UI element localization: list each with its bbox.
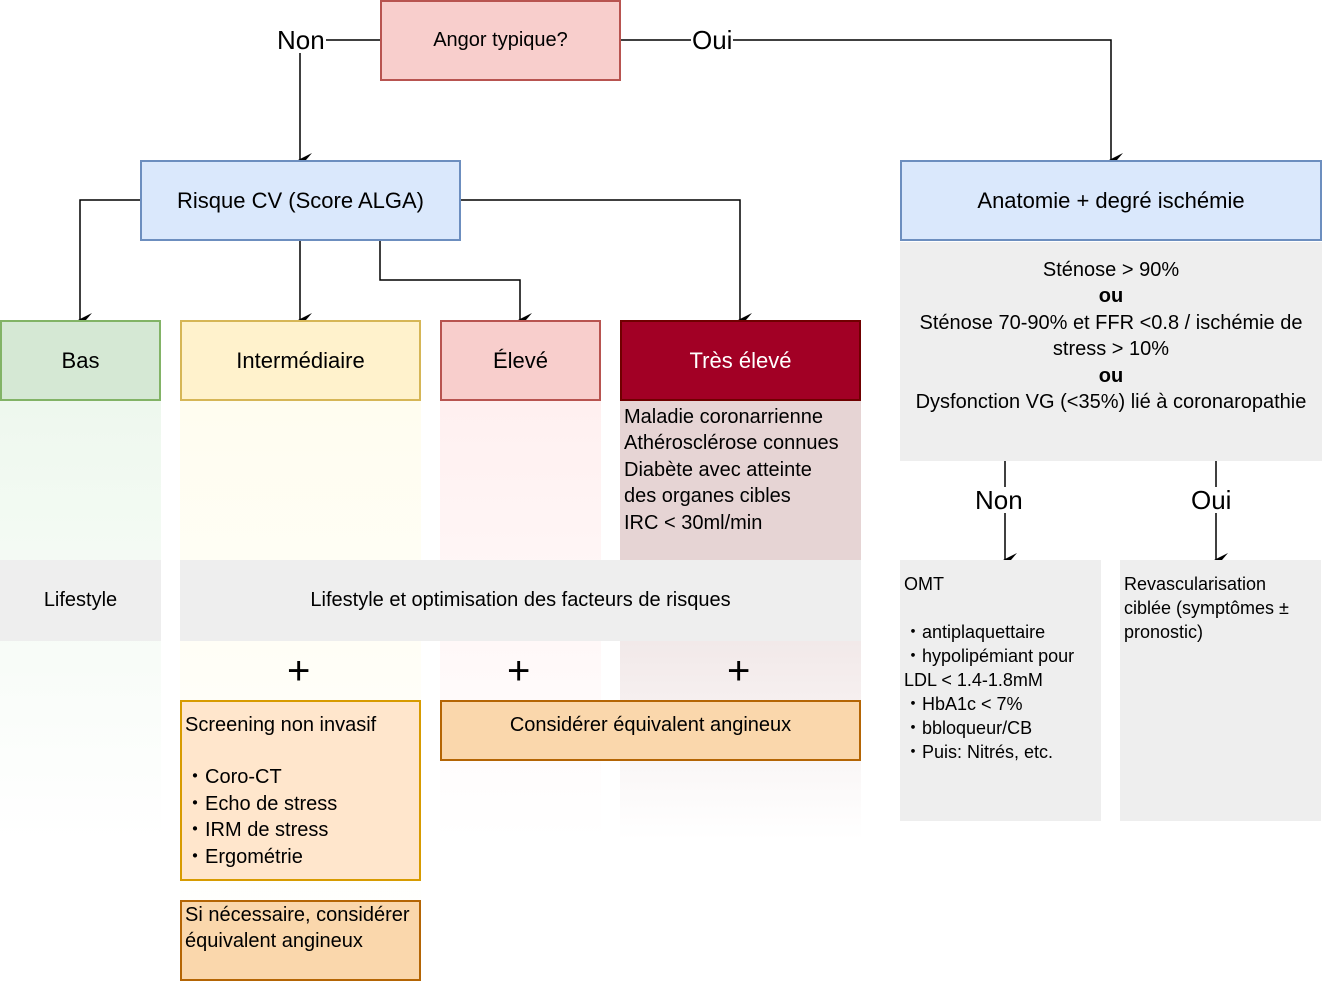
risk-bas-node: Bas <box>0 320 161 401</box>
omt-title: OMT <box>904 574 944 594</box>
screening-item: ・IRM de stress <box>185 819 329 842</box>
criteria-line: Diabète avec atteinte <box>624 458 812 481</box>
omt-box: OMT ・antiplaquettaire ・hypolipémiant pou… <box>900 560 1101 821</box>
lifestyle-optimisation: Lifestyle et optimisation des facteurs d… <box>180 560 861 641</box>
edge-risque-eleve <box>379 240 532 327</box>
angor-typique-node: Angor typique? <box>380 0 621 81</box>
stenose-criteria: Sténose > 90% ou Sténose 70-90% et FFR <… <box>900 242 1322 461</box>
screening-non-invasif-box: Screening non invasif ・Coro-CT ・Echo de … <box>180 700 421 881</box>
criteria-line: Maladie coronarrienne <box>624 406 824 428</box>
stenose-line-3: Dysfonction VG (<35%) lié à coronaropath… <box>915 391 1307 414</box>
criteria-line: des organes cibles <box>624 485 791 508</box>
plus-sign-tres-eleve: + <box>727 649 751 693</box>
edge-risque-tres-eleve <box>461 199 752 327</box>
edge-risque-bas <box>78 199 140 327</box>
anatomie-node: Anatomie + degré ischémie <box>900 160 1322 241</box>
screening-item: ・Coro-CT <box>185 766 282 789</box>
plus-sign-intermediaire: + <box>287 649 311 693</box>
or-label: ou <box>1098 364 1124 387</box>
or-label: ou <box>1098 285 1124 308</box>
stenose-line-2: Sténose 70-90% et FFR <0.8 / ischémie de… <box>919 311 1303 361</box>
edge-label-non-top: Non <box>276 25 326 55</box>
revascularisation-box: Revascularisation ciblée (symptômes ± pr… <box>1120 560 1321 821</box>
omt-item: ・hypolipémiant pour LDL < 1.4-1.8mM <box>904 646 1075 690</box>
omt-item: ・HbA1c < 7% <box>904 694 1023 714</box>
spacer <box>904 596 1099 620</box>
equivalent-angineux-box: Considérer équivalent angineux <box>440 700 861 761</box>
risque-cv-node: Risque CV (Score ALGA) <box>140 160 461 241</box>
screening-title: Screening non invasif <box>185 714 377 736</box>
edge-label-non-right: Non <box>974 485 1024 515</box>
risk-intermediaire-node: Intermédiaire <box>180 320 421 401</box>
omt-item: ・antiplaquettaire <box>904 622 1046 642</box>
plus-sign-eleve: + <box>507 649 531 693</box>
edge-label-oui-right: Oui <box>1190 485 1233 515</box>
omt-item: ・Puis: Nitrés, etc. <box>904 742 1054 762</box>
risk-eleve-node: Élevé <box>440 320 601 401</box>
edge-label-oui-top: Oui <box>691 25 734 55</box>
edge-angor-non <box>298 39 380 167</box>
lifestyle-bas: Lifestyle <box>0 560 161 641</box>
tres-eleve-criteria: Maladie coronarrienne Athérosclérose con… <box>620 402 861 560</box>
criteria-line: IRC < 30ml/min <box>624 511 763 534</box>
screening-item: ・Ergométrie <box>185 845 303 868</box>
criteria-line: Athérosclérose connues <box>624 432 839 455</box>
risk-tres-eleve-node: Très élevé <box>620 320 861 401</box>
stenose-line-1: Sténose > 90% <box>1042 259 1180 281</box>
omt-item: ・bbloqueur/CB <box>904 718 1033 738</box>
intermediaire-column-bg <box>180 400 421 980</box>
screening-item: ・Echo de stress <box>185 792 338 815</box>
si-necessaire-box: Si nécessaire, considérer équivalent ang… <box>180 900 421 981</box>
edge-angor-oui <box>621 39 1123 167</box>
spacer <box>185 738 419 764</box>
